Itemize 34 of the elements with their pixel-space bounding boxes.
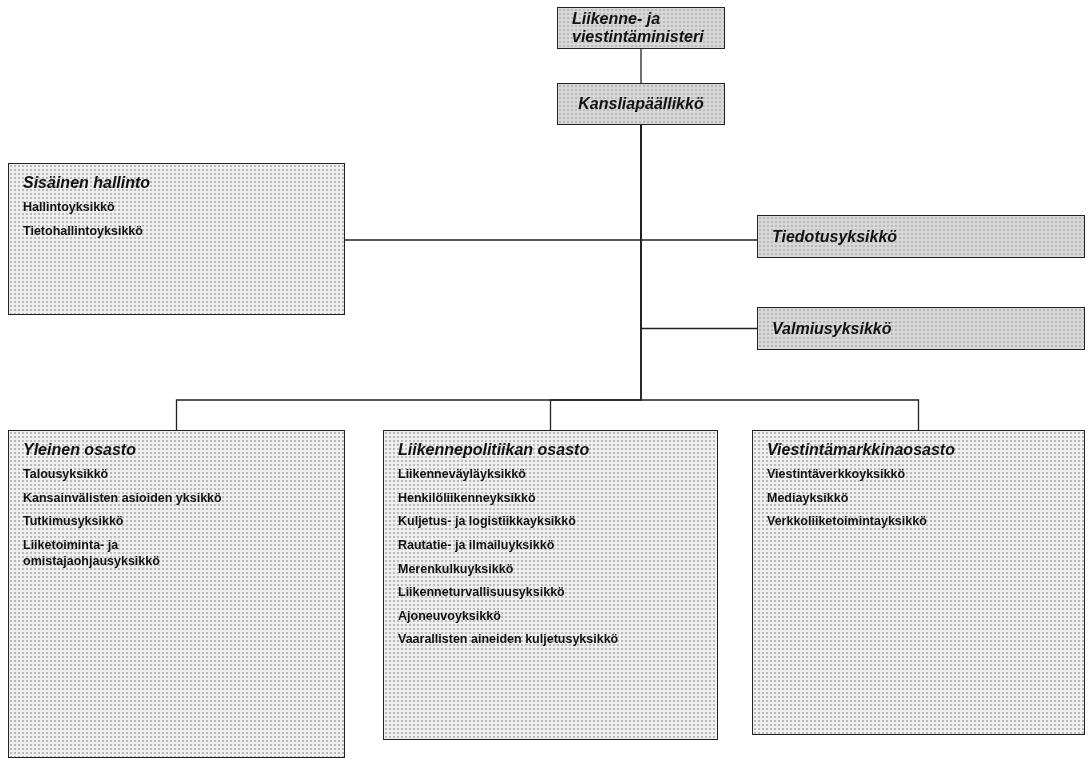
org-box [757, 307, 1085, 350]
unit-name: Liiketoiminta- ja omistajaohjausyksikkö [23, 537, 161, 570]
unit-name: Vaarallisten aineiden kuljetusyksikkö [398, 632, 619, 648]
unit-heading: Yleinen osasto [23, 441, 136, 459]
unit-name: Liikenneturvallisuusyksikkö [398, 585, 565, 601]
unit-name: Tietohallintoyksikkö [23, 223, 143, 240]
unit-name: Ajoneuvoyksikkö [398, 608, 501, 625]
org-box [557, 83, 725, 125]
unit-name: Kansainvälisten asioiden yksikkö [23, 490, 222, 507]
unit-heading: Valmiusyksikkö [772, 319, 892, 338]
connector-line [640, 48, 642, 84]
unit-name: Verkkoliiketoimintayksikkö [767, 514, 927, 530]
org-box [557, 7, 725, 49]
unit-name: Henkilöliikenneyksikkö [398, 490, 536, 507]
unit-name: Liikenneväyläyksikkö [398, 467, 526, 483]
org-box [383, 430, 718, 740]
unit-name: Mediayksikkö [767, 490, 849, 507]
unit-heading: Tiedotusyksikkö [772, 227, 898, 246]
unit-heading: Sisäinen hallinto [23, 174, 151, 192]
unit-name: Merenkulkuyksikkö [398, 561, 514, 578]
unit-name: Hallintoyksikkö [23, 200, 115, 216]
org-box [757, 215, 1085, 258]
org-box [8, 430, 345, 758]
unit-heading: Liikennepolitiikan osasto [398, 441, 590, 459]
org-box [8, 163, 345, 315]
unit-name: Tutkimusyksikkö [23, 514, 124, 530]
org-box [752, 430, 1085, 735]
unit-heading: Kansliapäällikkö [578, 95, 704, 113]
unit-heading: Liikenne- ja viestintäministeri [572, 10, 705, 46]
unit-name: Rautatie- ja ilmailuyksikkö [398, 537, 555, 554]
unit-name: Talousyksikkö [23, 467, 109, 483]
unit-heading: Viestintämarkkinaosasto [767, 441, 955, 459]
unit-name: Viestintäverkkoyksikkö [767, 467, 906, 483]
unit-name: Kuljetus- ja logistiikkayksikkö [398, 514, 576, 530]
